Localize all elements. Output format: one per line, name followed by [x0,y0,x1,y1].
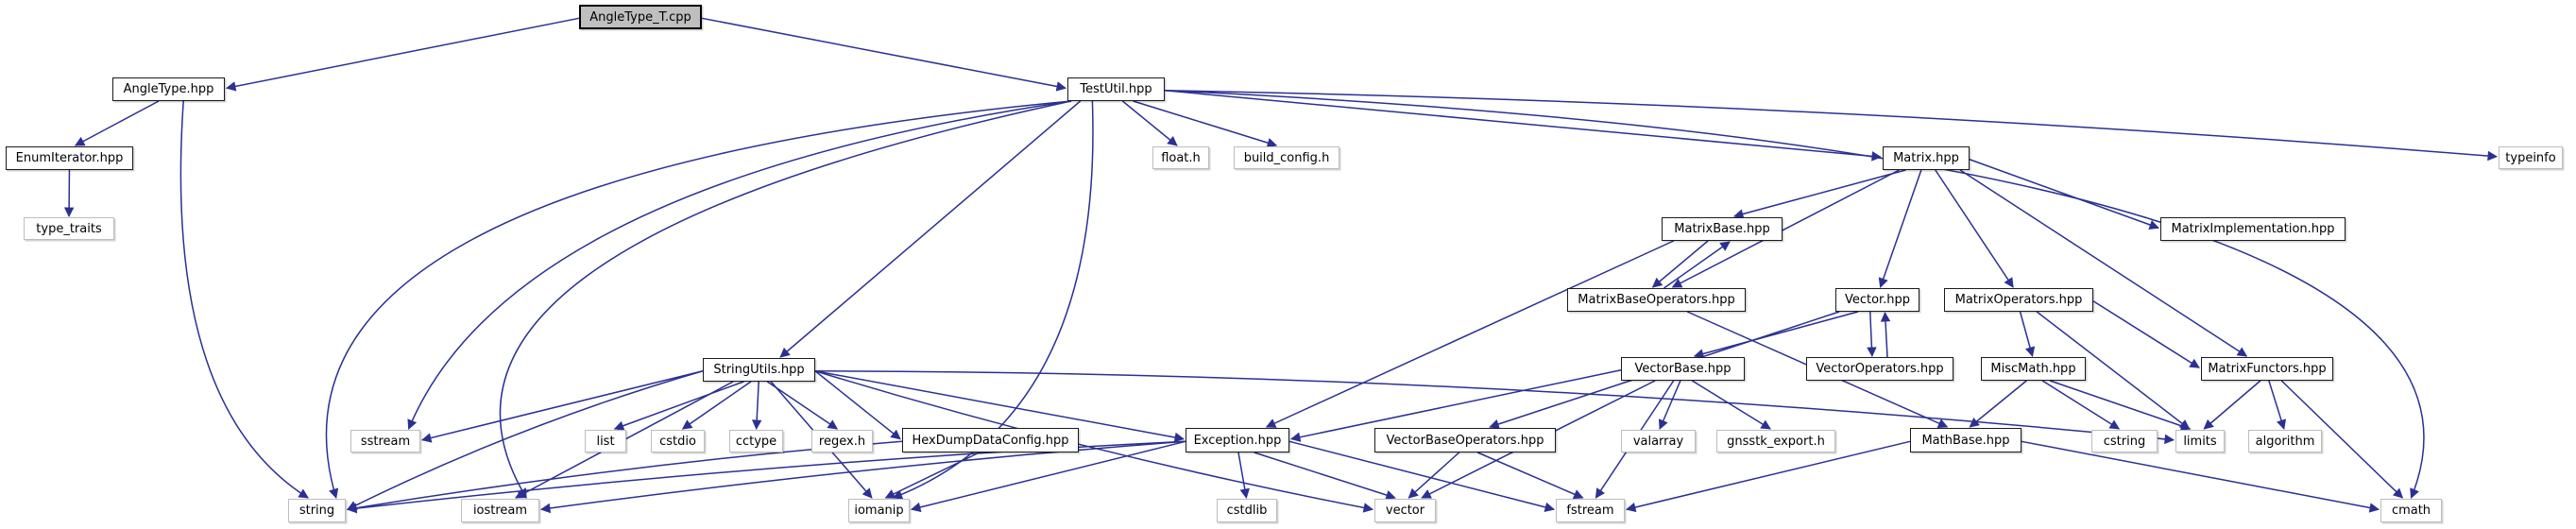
include-edge-matrixbase-hpp-to-exception-hpp [1265,240,1675,428]
include-edge-testutil-hpp-to-build-config-h [1133,100,1278,148]
graph-node-regex-h[interactable]: regex.h [811,430,873,452]
include-edge-vectorbase-hpp-to-valarray [1658,380,1681,430]
include-edge-exception-hpp-to-cstdlib [1237,452,1250,500]
graph-node-limits[interactable]: limits [2175,430,2225,452]
graph-node-angletype-t-cpp: AngleType_T.cpp [579,5,702,29]
include-edge-testutil-hpp-to-float-h [1121,100,1178,146]
include-edge-stringutils-hpp-to-sstream [420,370,704,443]
include-edge-vectorbase-hpp-to-exception-hpp [1289,369,1622,442]
graph-node-matrix-hpp[interactable]: Matrix.hpp [1883,146,1970,170]
include-edge-miscmath-hpp-to-limits [2049,380,2192,431]
include-edge-exception-hpp-to-fstream [1288,440,1556,512]
include-edge-matrix-hpp-to-matrixbaseoperators-hpp [1671,169,1900,288]
include-edge-vectorbaseoperators-hpp-to-fstream [1476,452,1584,500]
include-edge-stringutils-hpp-to-exception-hpp [814,370,1186,443]
include-edge-matrixbaseoperators-hpp-to-matrixbase-hpp [1663,241,1731,289]
graph-node-sstream[interactable]: sstream [350,430,420,452]
graph-node-hexdumpdataconfig-hpp[interactable]: HexDumpDataConfig.hpp [902,428,1079,452]
graph-node-cstdlib[interactable]: cstdlib [1217,499,1277,522]
include-edge-matrix-hpp-to-vector-hpp [1878,169,1922,288]
graph-node-exception-hpp[interactable]: Exception.hpp [1186,428,1289,452]
graph-node-valarray[interactable]: valarray [1621,430,1696,452]
include-edge-testutil-hpp-to-stringutils-hpp [779,100,1082,358]
graph-node-typeinfo[interactable]: typeinfo [2499,146,2563,169]
include-edge-matrixfunctors-hpp-to-limits [2203,380,2261,430]
graph-node-miscmath-hpp[interactable]: MiscMath.hpp [1981,357,2086,381]
include-edge-testutil-hpp-to-iostream [499,100,1072,499]
graph-node-cstring[interactable]: cstring [2091,430,2158,452]
graph-node-list[interactable]: list [585,430,626,452]
include-edge-exception-hpp-to-iostream [539,440,1186,514]
include-edge-angletype-hpp-to-enumiterator-hpp [74,100,160,146]
include-edge-matrixoperators-hpp-to-limits [2036,311,2191,430]
include-edge-matrixfunctors-hpp-to-cmath [2280,380,2404,499]
graph-node-vectoroperators-hpp[interactable]: VectorOperators.hpp [1806,357,1953,381]
include-edge-mathbase-hpp-to-fstream [1625,440,1911,513]
include-edge-stringutils-hpp-to-hexdumpdataconfig-hpp [814,370,901,440]
include-edge-matrix-hpp-to-matrixoperators-hpp [1935,169,2014,288]
include-edge-stringutils-hpp-to-limits [814,370,2175,445]
include-edge-matrixfunctors-hpp-to-algorithm [2268,380,2287,431]
include-edge-vector-hpp-to-vectoroperators-hpp [1867,311,1877,358]
include-edge-testutil-hpp-to-typeinfo [1164,90,2499,162]
graph-node-enumiterator-hpp[interactable]: EnumIterator.hpp [6,146,133,170]
graph-node-cctype[interactable]: cctype [729,430,783,452]
graph-node-type-traits[interactable]: type_traits [24,217,114,240]
include-edge-vectoroperators-hpp-to-vector-hpp [1880,311,1891,358]
graph-node-stringutils-hpp[interactable]: StringUtils.hpp [703,358,815,382]
graph-node-testutil-hpp[interactable]: TestUtil.hpp [1067,77,1165,101]
include-edge-matrixbase-hpp-to-matrixbaseoperators-hpp [1651,240,1709,288]
graph-node-vectorbaseoperators-hpp[interactable]: VectorBaseOperators.hpp [1374,428,1556,452]
include-edge-matrix-hpp-to-matrixfunctors-hpp [1959,169,2248,357]
include-edge-exception-hpp-to-vector [1254,452,1396,501]
include-edge-matrixoperators-hpp-to-matrixfunctors-hpp [2092,300,2200,368]
include-edge-matrixoperators-hpp-to-miscmath-hpp [2019,311,2036,358]
graph-node-iomanip[interactable]: iomanip [848,499,910,522]
graph-node-vector-hpp[interactable]: Vector.hpp [1835,288,1919,312]
include-edge-testutil-hpp-to-sstream [407,100,1072,430]
graph-node-algorithm[interactable]: algorithm [2248,430,2322,452]
include-edge-miscmath-hpp-to-mathbase-hpp [1969,380,2027,428]
graph-node-cmath[interactable]: cmath [2380,499,2442,522]
include-edge-stringutils-hpp-to-string [347,370,704,510]
graph-node-mathbase-hpp[interactable]: MathBase.hpp [1910,428,2022,452]
include-edge-vectorbase-hpp-to-gnsstk-export-h [1691,380,1771,430]
include-edge-vectorbaseoperators-hpp-to-vector [1407,452,1460,499]
graph-node-vector[interactable]: vector [1374,499,1436,522]
graph-node-string[interactable]: string [288,499,346,522]
include-edge-testutil-hpp-to-matrix-hpp [1164,90,1883,162]
include-edge-exception-hpp-to-iomanip [910,440,1186,513]
graph-node-matriximplementation-hpp[interactable]: MatrixImplementation.hpp [2160,217,2346,241]
include-edge-stringutils-hpp-to-regex-h [766,381,839,430]
graph-node-float-h[interactable]: float.h [1152,146,1209,169]
graph-node-matrixbase-hpp[interactable]: MatrixBase.hpp [1662,217,1783,241]
include-edge-angletype-t-cpp-to-testutil-hpp [701,17,1067,92]
graph-node-gnsstk-export-h[interactable]: gnsstk_export.h [1716,430,1835,452]
include-edge-matrix-hpp-to-matriximplementation-hpp [1969,159,2159,230]
include-edge-stringutils-hpp-to-cctype [751,381,762,431]
include-edge-mathbase-hpp-to-cmath [2021,440,2380,513]
include-edge-miscmath-hpp-to-cstring [2041,380,2121,430]
include-edge-stringutils-hpp-to-cstdio [681,381,752,430]
graph-node-build-config-h[interactable]: build_config.h [1234,146,1339,169]
graph-node-angletype-hpp[interactable]: AngleType.hpp [112,77,225,101]
graph-node-iostream[interactable]: iostream [461,499,539,522]
include-edge-matrix-hpp-to-matrixbase-hpp [1732,169,1906,219]
graph-node-matrixoperators-hpp[interactable]: MatrixOperators.hpp [1944,288,2093,312]
include-edge-angletype-t-cpp-to-angletype-hpp [225,17,580,92]
include-edge-vector-hpp-to-vectorbase-hpp [1693,311,1859,359]
include-edge-stringutils-hpp-to-list [613,381,744,431]
include-edge-testutil-hpp-to-iomanip [892,100,1094,500]
graph-node-cstdio[interactable]: cstdio [651,430,705,452]
graph-node-vectorbase-hpp[interactable]: VectorBase.hpp [1621,357,1745,381]
graph-node-matrixbaseoperators-hpp[interactable]: MatrixBaseOperators.hpp [1567,288,1746,312]
graph-node-matrixfunctors-hpp[interactable]: MatrixFunctors.hpp [2201,357,2333,381]
include-edge-angletype-hpp-to-string [179,100,309,499]
graph-node-fstream[interactable]: fstream [1556,499,1625,522]
include-edge-testutil-hpp-to-string [325,100,1072,500]
include-edge-stringutils-hpp-to-vector [814,370,1374,513]
